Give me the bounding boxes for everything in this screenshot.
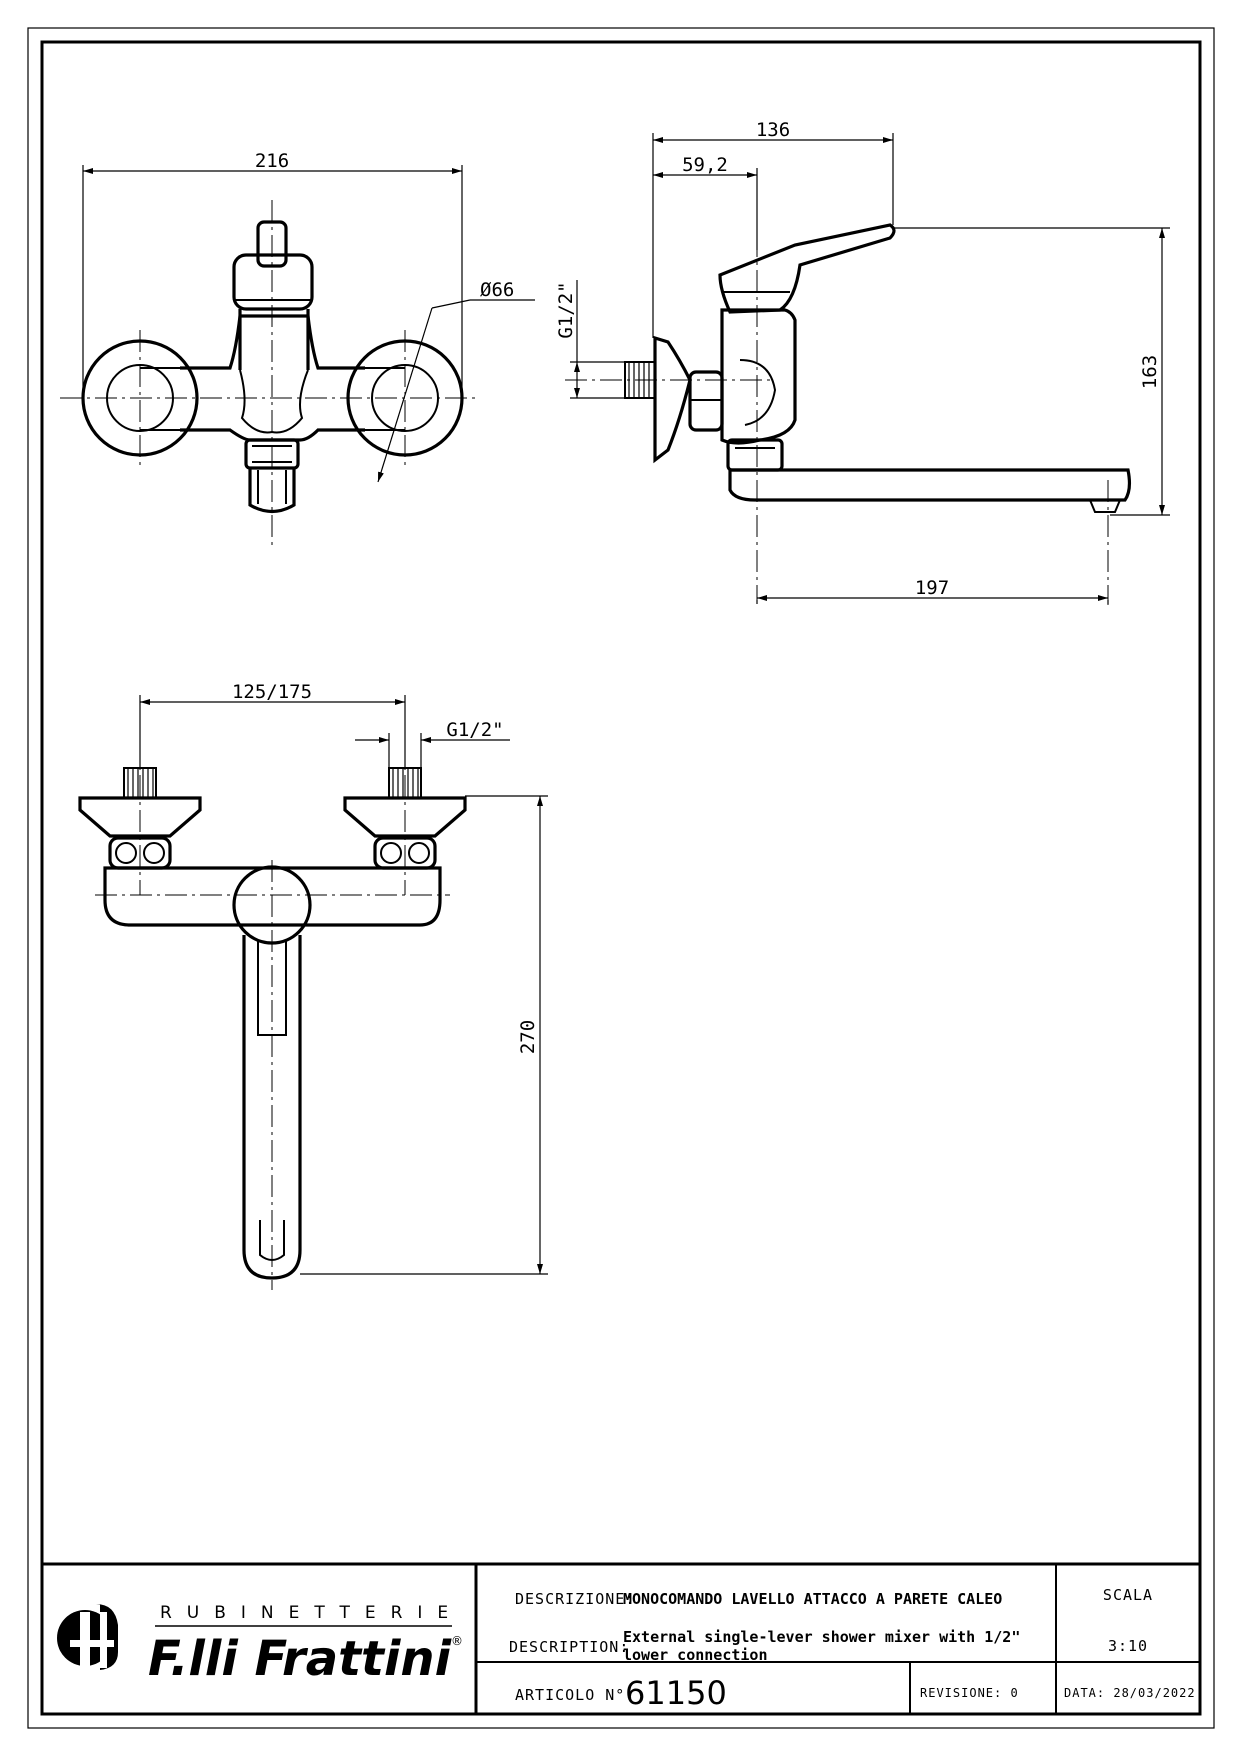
dim-270: 270 [517, 1020, 539, 1054]
articolo-value: 61150 [625, 1674, 727, 1712]
scala-value: 3:10 [1108, 1637, 1148, 1655]
articolo-label: ARTICOLO N°: [515, 1686, 635, 1704]
description-value-line1: External single-lever shower mixer with … [623, 1628, 1020, 1646]
sheet-frame [27, 27, 1215, 1729]
description-label: DESCRIPTION: [509, 1638, 629, 1656]
description-value-line2: lower connection [623, 1646, 768, 1664]
dim-125-175: 125/175 [232, 681, 312, 703]
dim-197: 197 [915, 577, 949, 599]
brand-registered: ® [451, 1634, 463, 1648]
dim-163: 163 [1139, 355, 1161, 389]
dim-top-thread: G1/2" [446, 719, 503, 741]
revisione: REVISIONE: 0 [920, 1686, 1019, 1700]
brand-rubinetterie: RUBINETTERIE [160, 1603, 463, 1623]
brand-logo-icon [57, 1604, 118, 1670]
dim-216: 216 [255, 150, 289, 172]
scala-label: SCALA [1103, 1586, 1153, 1604]
dim-diameter-66: Ø66 [480, 279, 514, 301]
dim-side-thread: G1/2" [555, 281, 577, 338]
side-view [565, 133, 1170, 605]
brand-name: F.lli Frattini [148, 1631, 452, 1687]
top-view [78, 695, 548, 1290]
data-date: DATA: 28/03/2022 [1064, 1686, 1196, 1700]
descrizione-label: DESCRIZIONE: [515, 1590, 635, 1608]
front-view [60, 165, 535, 545]
dim-59-2: 59,2 [682, 154, 728, 176]
title-block [42, 1562, 1200, 1714]
dim-136: 136 [756, 119, 790, 141]
descrizione-value: MONOCOMANDO LAVELLO ATTACCO A PARETE CAL… [623, 1590, 1002, 1608]
